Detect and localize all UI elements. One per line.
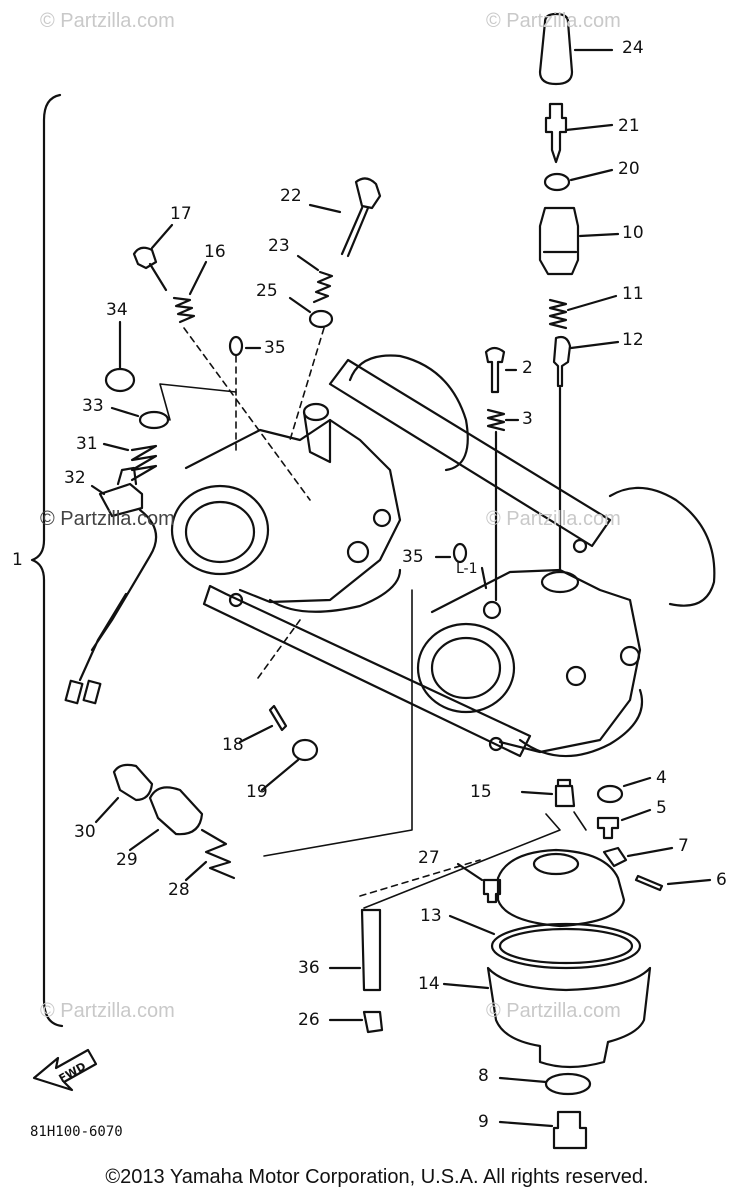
callout-11: 11: [622, 284, 644, 304]
callout-22: 22: [280, 186, 302, 206]
fwd-arrow: [32, 1048, 98, 1092]
part-9-plug: [552, 1110, 588, 1150]
part-27-screw: [482, 878, 502, 904]
callout-3: 3: [522, 409, 533, 429]
callout-30: 30: [74, 822, 96, 842]
callout-17: 17: [170, 204, 192, 224]
callout-25: 25: [256, 281, 278, 301]
part-23-spring: [312, 270, 334, 304]
watermark: © Partzilla.com: [40, 1000, 175, 1022]
part-12-needle: [552, 335, 572, 388]
carb-bell-rear-right: [608, 486, 716, 607]
callout-20: 20: [618, 159, 640, 179]
callout-7: 7: [678, 836, 689, 856]
part-24-cap: [538, 12, 574, 86]
callout-31: 31: [76, 434, 98, 454]
part-15-jet: [554, 778, 576, 808]
part-29-sleeve: [148, 786, 204, 836]
assembly-bracket: [30, 93, 64, 1028]
part-17-screw: [132, 246, 168, 292]
callout-29: 29: [116, 850, 138, 870]
part-28-spring: [200, 828, 236, 880]
watermark: © Partzilla.com: [486, 1000, 621, 1022]
part-20-nut: [543, 172, 571, 192]
callout-27: 27: [418, 848, 440, 868]
callout-14: 14: [418, 974, 440, 994]
carb-chamber-right: [518, 688, 644, 758]
callout-28: 28: [168, 880, 190, 900]
callout-24: 24: [622, 38, 644, 58]
part-32-terminal-a: [64, 679, 84, 705]
callout-9: 9: [478, 1112, 489, 1132]
carb-intake-right: [416, 622, 516, 714]
part-32-terminal-b: [82, 679, 102, 705]
part-5-screw: [596, 816, 620, 840]
callout-36: 36: [298, 958, 320, 978]
part-22-screw: [340, 177, 382, 258]
part-36-tube: [360, 908, 382, 992]
watermark: © Partzilla.com: [486, 10, 621, 32]
part-32-wire: [78, 508, 158, 682]
carb-body-left: [184, 418, 402, 604]
part-31-spring: [130, 444, 158, 482]
carb-bell-rear-left: [348, 354, 469, 472]
part-33-ring: [138, 410, 170, 430]
callout-5: 5: [656, 798, 667, 818]
callout-4: 4: [656, 768, 667, 788]
callout-35: 35: [264, 338, 286, 358]
callout-21: 21: [618, 116, 640, 136]
part-19-nut: [291, 738, 319, 762]
part-6-pin: [634, 874, 664, 892]
carb-frame-bottom: [202, 584, 532, 758]
callout-35-lower: 35: [402, 547, 424, 567]
callout-6: 6: [716, 870, 727, 890]
part-7-clip: [602, 846, 628, 868]
callout-33: 33: [82, 396, 104, 416]
callout-12: 12: [622, 330, 644, 350]
watermark: © Partzilla.com: [40, 508, 175, 530]
part-3-spring: [486, 408, 506, 432]
part-8-washer: [544, 1072, 592, 1096]
float: [496, 848, 626, 928]
callout-1: 1: [12, 550, 23, 570]
callout-15: 15: [470, 782, 492, 802]
part-13-gasket: [490, 922, 642, 970]
copyright-notice: ©2013 Yamaha Motor Corporation, U.S.A. A…: [105, 1166, 649, 1188]
callout-l1: L-1: [456, 561, 478, 577]
part-30-sleeve: [112, 763, 154, 802]
carb-intake-left: [170, 484, 270, 576]
part-10-body: [538, 206, 580, 276]
carb-body-right: [430, 568, 642, 754]
part-16-spring: [172, 296, 196, 324]
callout-32: 32: [64, 468, 86, 488]
callout-2: 2: [522, 358, 533, 378]
callout-23: 23: [268, 236, 290, 256]
part-35-plug: [228, 335, 244, 357]
callout-18: 18: [222, 735, 244, 755]
part-34-cap: [104, 367, 136, 393]
part-26-jet: [362, 1010, 384, 1034]
part-32-sensor: [98, 466, 144, 518]
part-14-bowl: [486, 966, 652, 1069]
callout-26: 26: [298, 1010, 320, 1030]
watermark: © Partzilla.com: [40, 10, 175, 32]
callout-8: 8: [478, 1066, 489, 1086]
carb-frame-top: [328, 358, 612, 548]
part-35-lower-plug: [452, 542, 468, 564]
part-4-washer: [596, 784, 624, 804]
part-18-pin: [268, 704, 288, 732]
callout-16: 16: [204, 242, 226, 262]
callout-19: 19: [246, 782, 268, 802]
part-11-spring: [548, 298, 568, 330]
watermark: © Partzilla.com: [486, 508, 621, 530]
diagram-code: 81H100-6070: [30, 1124, 123, 1140]
part-21-screw: [544, 102, 568, 164]
carb-chamber-left: [268, 568, 402, 613]
part-25-ring: [308, 309, 334, 329]
callout-10: 10: [622, 223, 644, 243]
callout-34: 34: [106, 300, 128, 320]
callout-13: 13: [420, 906, 442, 926]
part-2-screw: [484, 346, 506, 394]
